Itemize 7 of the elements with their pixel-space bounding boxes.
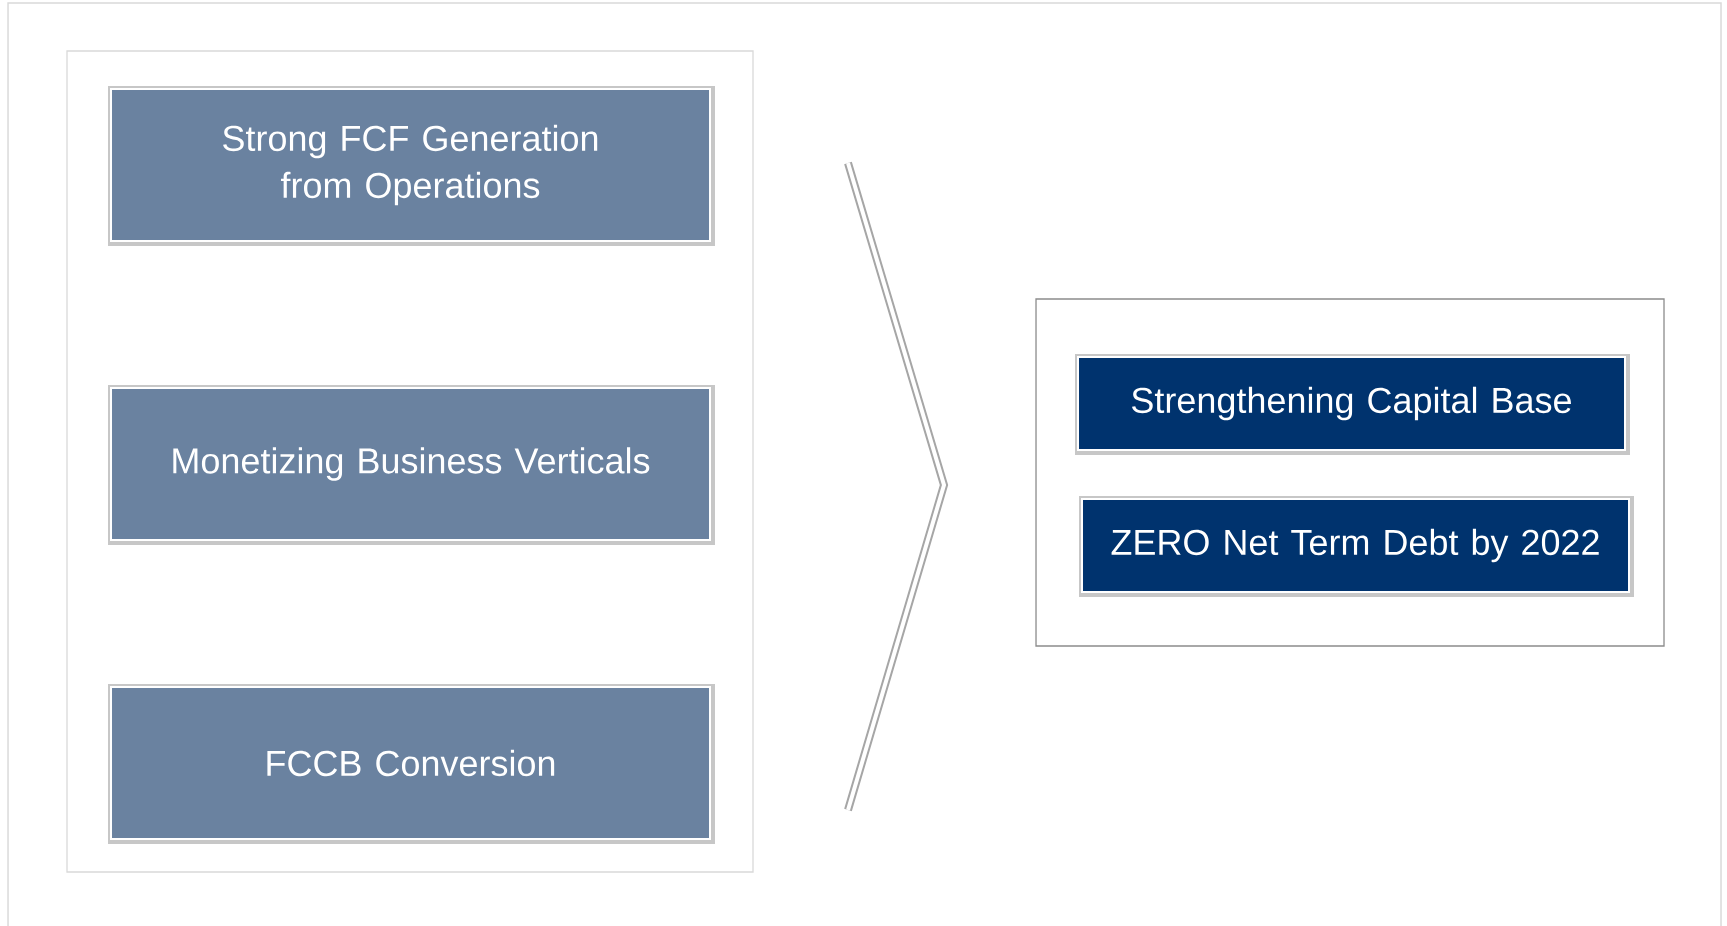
text-box: Strong FCF Generation from Operations: [108, 86, 715, 246]
panel-frame: [1035, 298, 1665, 647]
text-box: FCCB Conversion: [108, 684, 715, 844]
text-box: ZERO Net Term Debt by 2022: [1079, 496, 1634, 597]
text-box: Strengthening Capital Base: [1075, 354, 1630, 455]
panel-frame: [66, 50, 754, 873]
text-box: Monetizing Business Verticals: [108, 385, 715, 545]
